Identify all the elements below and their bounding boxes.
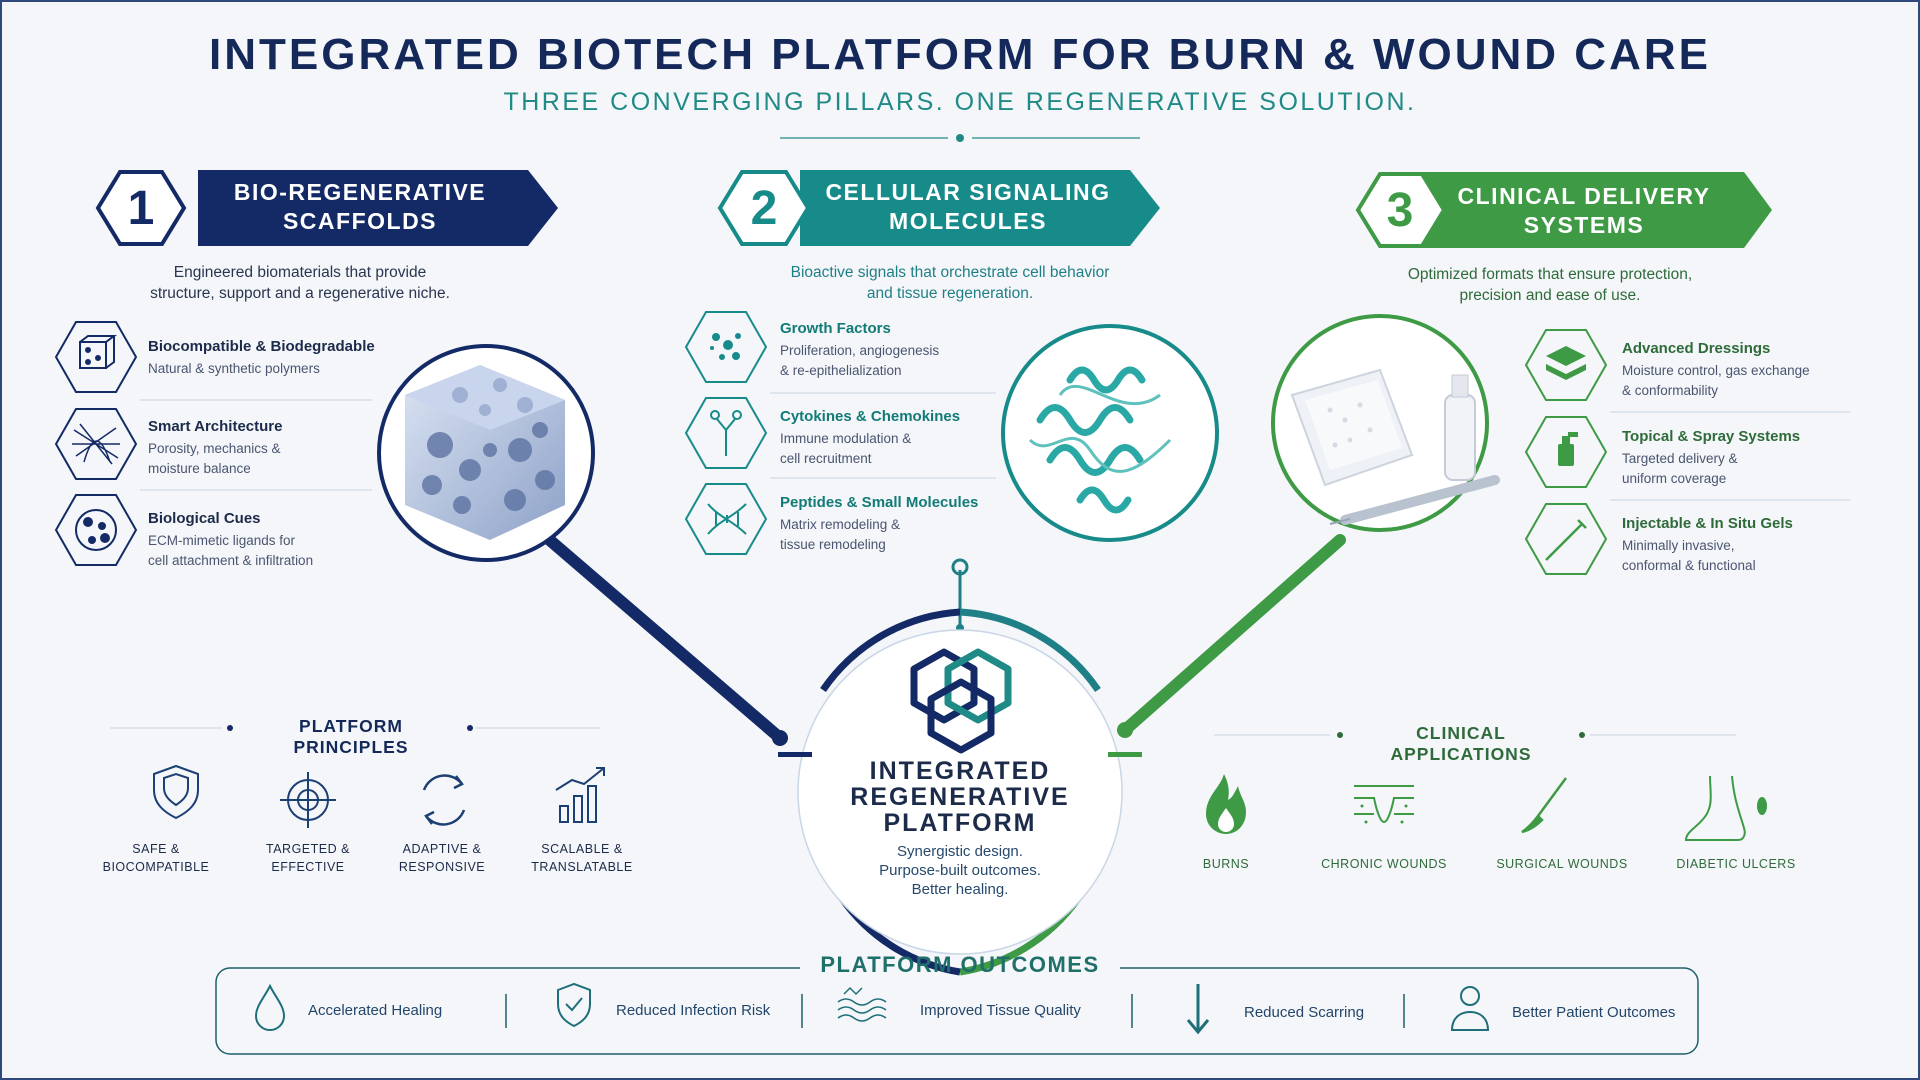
drop-icon xyxy=(254,983,286,1031)
pillar-1-tag-shape xyxy=(95,170,558,246)
shield-check-icon xyxy=(557,982,591,1028)
fiber-mesh-icon xyxy=(72,423,120,465)
delivery-products-illustration xyxy=(1271,314,1500,532)
application-diabetic-ulcers: DIABETIC ULCERS xyxy=(1676,857,1796,871)
feature-biological-cues: Biological Cues ECM-mimetic ligands for … xyxy=(148,510,314,568)
feature-icon-frames xyxy=(54,311,1608,575)
target-icon xyxy=(280,772,336,828)
foot-icon xyxy=(1684,775,1767,841)
feature-topical-spray: Topical & Spray Systems Targeted deliver… xyxy=(1622,428,1801,486)
receptor-icon xyxy=(710,410,742,456)
connector-scaffold xyxy=(532,524,786,744)
principles-heading: PLATFORM PRINCIPLES xyxy=(293,716,409,757)
principle-safe: SAFE &BIOCOMPATIBLE xyxy=(102,842,210,874)
pillar-2-description: Bioactive signals that orchestrate cell … xyxy=(790,264,1110,302)
protein-illustration xyxy=(1001,324,1219,542)
page-title: INTEGRATED BIOTECH PLATFORM FOR BURN & W… xyxy=(209,30,1711,79)
layers-icon xyxy=(1546,346,1586,380)
center-tagline: Synergistic design.Purpose-built outcome… xyxy=(879,843,1041,898)
person-icon xyxy=(1450,986,1490,1031)
porous-cube-icon xyxy=(79,335,117,369)
hexagon-logo-icon xyxy=(910,648,1012,754)
pillar-3-description: Optimized formats that ensure protection… xyxy=(1407,266,1693,304)
syringe-icon xyxy=(1545,519,1587,561)
feature-growth-factors: Growth Factors Proliferation, angiogenes… xyxy=(780,320,940,378)
feature-peptides: Peptides & Small Molecules Matrix remode… xyxy=(780,494,979,552)
outcomes-heading: PLATFORM OUTCOMES xyxy=(820,952,1100,977)
scalpel-icon xyxy=(1521,777,1568,834)
skin-layers-icon xyxy=(1354,785,1414,824)
outcome-reduced-infection: Reduced Infection Risk xyxy=(616,1002,771,1019)
connector-delivery xyxy=(1119,534,1346,736)
feature-advanced-dressings: Advanced Dressings Moisture control, gas… xyxy=(1622,340,1810,398)
refresh-icon xyxy=(422,774,466,826)
pillar-2-tag-shape xyxy=(717,170,1160,246)
feature-biocompatible: Biocompatible & Biodegradable Natural & … xyxy=(148,338,375,376)
outcome-patient-outcomes: Better Patient Outcomes xyxy=(1512,1004,1676,1021)
outcomes-box xyxy=(215,967,1699,1055)
center-ring xyxy=(778,608,1142,976)
scaffold-illustration xyxy=(377,344,595,562)
feature-smart-architecture: Smart Architecture Porosity, mechanics &… xyxy=(148,418,283,476)
tissue-wave-icon xyxy=(837,986,887,1022)
outcome-reduced-scarring: Reduced Scarring xyxy=(1244,1004,1365,1021)
growth-chart-icon xyxy=(555,767,605,823)
applications-heading: CLINICAL APPLICATIONS xyxy=(1390,723,1532,764)
feature-injectable-gels: Injectable & In Situ Gels Minimally inva… xyxy=(1622,515,1793,573)
feature-dividers xyxy=(140,392,1850,501)
flame-icon xyxy=(1206,774,1246,834)
principle-scalable: SCALABLE &TRANSLATABLE xyxy=(531,842,633,874)
dna-icon xyxy=(707,503,747,535)
application-chronic-wounds: CHRONIC WOUNDS xyxy=(1321,857,1447,871)
pillar-3-tag-shape xyxy=(1355,172,1772,248)
outcome-tissue-quality: Improved Tissue Quality xyxy=(920,1002,1081,1019)
application-burns: BURNS xyxy=(1202,857,1250,871)
feature-cytokines: Cytokines & Chemokines Immune modulation… xyxy=(780,408,961,466)
cell-cluster-icon xyxy=(75,509,117,551)
page-subtitle: THREE CONVERGING PILLARS. ONE REGENERATI… xyxy=(503,88,1417,116)
principle-adaptive: ADAPTIVE &RESPONSIVE xyxy=(398,842,486,874)
down-arrow-icon xyxy=(1186,984,1210,1035)
dots-cluster-icon xyxy=(710,333,741,360)
pillar-3-number: 3 xyxy=(1386,183,1414,237)
spray-bottle-icon xyxy=(1558,432,1578,466)
shield-icon xyxy=(153,764,199,820)
pillar-2-number: 2 xyxy=(750,181,778,235)
subtitle-divider xyxy=(780,134,1140,142)
pillar-1-number: 1 xyxy=(127,181,155,235)
principle-targeted: TARGETED &EFFECTIVE xyxy=(266,842,350,874)
application-surgical-wounds: SURGICAL WOUNDS xyxy=(1496,857,1628,871)
outcome-accelerated-healing: Accelerated Healing xyxy=(308,1002,443,1019)
